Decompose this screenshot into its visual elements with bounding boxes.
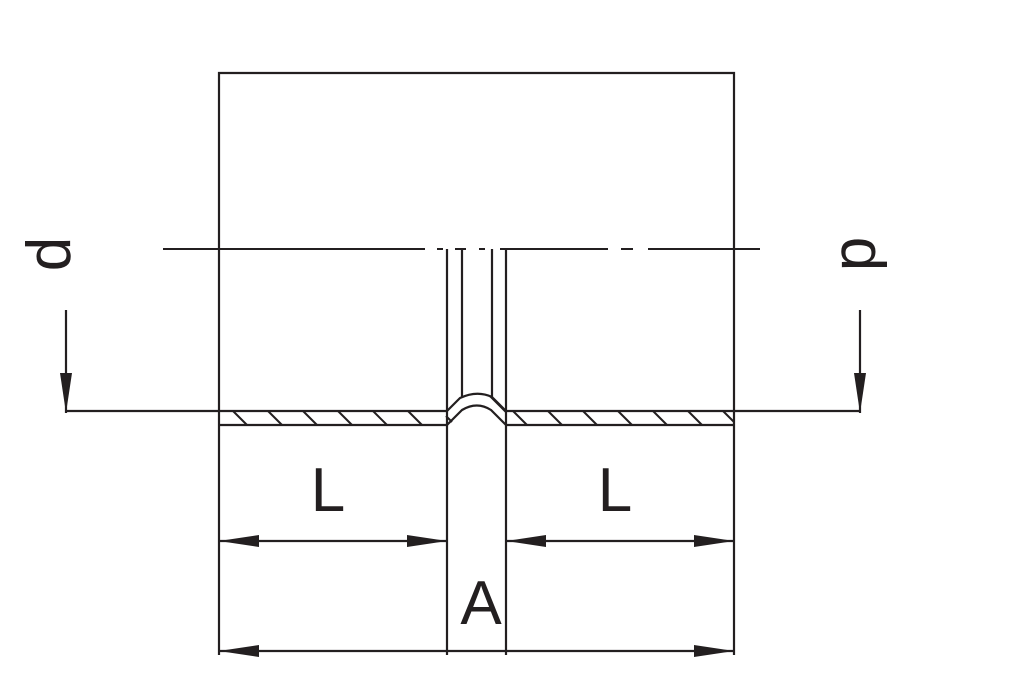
label-d-right: d (828, 237, 897, 271)
label-L-right: L (598, 456, 632, 525)
label-d-left: d (15, 237, 84, 271)
label-L-left: L (311, 456, 345, 525)
wall-section (66, 392, 860, 427)
stop-lines (445, 249, 508, 655)
label-A: A (460, 569, 502, 638)
coupling-outline (217, 71, 736, 655)
